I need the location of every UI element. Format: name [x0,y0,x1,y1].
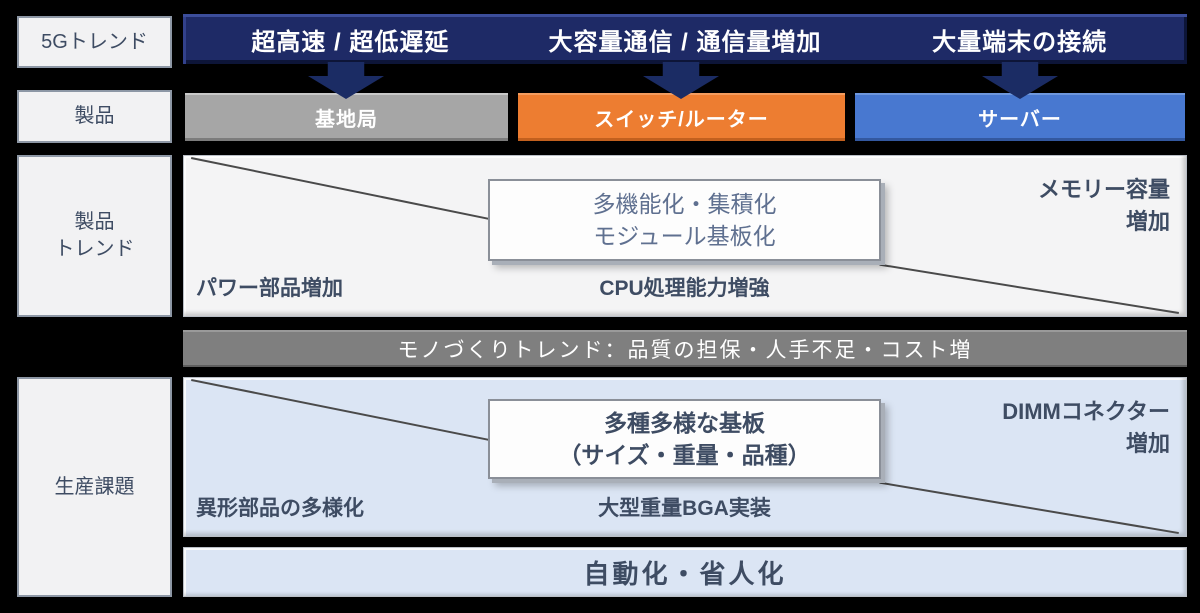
product-trend-label-line2: トレンド [54,238,135,260]
row-label-product-text: 製品 [74,105,115,127]
row-label-production-issues-text: 生産課題 [54,475,135,498]
trend-center-box-line1: 多機能化・集積化 [592,190,777,217]
diagonal-connector-lines [190,157,1179,315]
manufacturing-trend-bar: モノづくりトレンド：品質の担保・人手不足・コスト増 [183,330,1187,367]
note-dimm-connector-line2: 増加 [1125,430,1170,456]
row-label-product-trend-text: 製品 トレンド [55,209,135,263]
row-label-production-issues: 生産課題 [17,377,172,597]
note-irregular-components: 異形部品の多様化 [196,497,364,520]
note-power-components: パワー部品増加 [196,277,343,300]
product-base-station: 基地局 [185,93,508,141]
row-label-product: 製品 [17,90,172,143]
trend-center-box-line2: モジュール基板化 [593,223,776,249]
5g-trend-bar: 超高速 / 超低遅延 大容量通信 / 通信量増加 大量端末の接続 [183,14,1187,64]
note-bga-mounting: 大型重量BGA実装 [598,497,771,520]
note-cpu-performance: CPU処理能力増強 [599,277,770,300]
product-trend-label-line1: 製品 [74,211,115,233]
note-dimm-connector-line1: DIMMコネクター [1002,399,1170,424]
product-switch-router: スイッチ/ルーター [518,93,845,141]
note-memory-capacity: メモリー容量 増加 [1038,174,1170,238]
production-center-box-line1: 多種多様な基板 [604,409,765,436]
trend-center-box: 多機能化・集積化 モジュール基板化 [488,179,881,261]
production-center-box: 多種多様な基板 （サイズ・重量・品種） [488,399,881,479]
production-issues-panel: 多種多様な基板 （サイズ・重量・品種） 異形部品の多様化 大型重量BGA実装 D… [183,377,1187,537]
product-server: サーバー [855,93,1185,141]
row-label-product-trend: 製品 トレンド [17,155,172,317]
production-center-box-line2: （サイズ・重量・品種） [558,442,811,468]
automation-bar: 自動化・省人化 [183,547,1187,597]
diagonal-connector-lines [191,379,1179,535]
row-label-5g-trend-text: 5Gトレンド [41,30,148,53]
note-memory-capacity-line1: メモリー容量 [1037,177,1170,202]
trend-item-large-capacity: 大容量通信 / 通信量増加 [548,28,822,56]
note-dimm-connector: DIMMコネクター 増加 [1002,396,1170,460]
trend-item-massive-devices: 大量端末の接続 [932,28,1108,56]
trend-item-high-speed: 超高速 / 超低遅延 [251,28,450,56]
note-memory-capacity-line2: 増加 [1125,208,1170,234]
row-label-5g-trend: 5Gトレンド [17,16,172,68]
product-trend-panel: 多機能化・集積化 モジュール基板化 パワー部品増加 CPU処理能力増強 メモリー… [183,155,1187,317]
